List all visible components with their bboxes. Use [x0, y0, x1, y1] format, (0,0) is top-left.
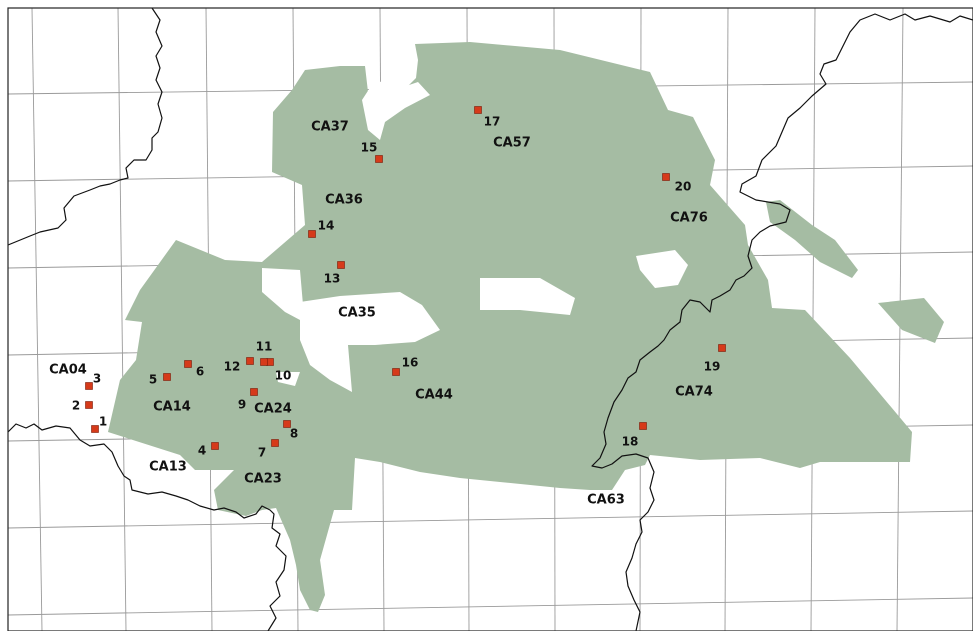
admin-borders — [7, 7, 973, 631]
region-label-ca23: CA23 — [244, 472, 282, 487]
region-label-ca63: CA63 — [587, 493, 625, 508]
site-label-6: 6 — [196, 365, 204, 379]
site-marker-6[interactable] — [184, 360, 192, 368]
region-label-ca14: CA14 — [153, 400, 191, 415]
site-marker-4[interactable] — [211, 442, 219, 450]
site-label-12: 12 — [224, 360, 241, 374]
site-marker-19[interactable] — [718, 344, 726, 352]
protected-area — [108, 42, 944, 612]
region-label-ca04: CA04 — [49, 363, 87, 378]
site-marker-12[interactable] — [246, 357, 254, 365]
site-marker-17[interactable] — [474, 106, 482, 114]
site-label-5: 5 — [149, 373, 157, 387]
region-label-ca44: CA44 — [415, 388, 453, 403]
region-label-ca36: CA36 — [325, 193, 363, 208]
site-label-10: 10 — [275, 369, 292, 383]
site-label-18: 18 — [622, 435, 639, 449]
region-label-ca37: CA37 — [311, 120, 349, 135]
region-label-ca35: CA35 — [338, 306, 376, 321]
site-label-4: 4 — [198, 444, 206, 458]
site-label-11: 11 — [256, 340, 273, 354]
region-label-ca13: CA13 — [149, 460, 187, 475]
site-label-8: 8 — [290, 427, 298, 441]
site-marker-3[interactable] — [85, 382, 93, 390]
site-label-19: 19 — [704, 360, 721, 374]
site-label-17: 17 — [484, 115, 501, 129]
site-marker-2[interactable] — [85, 401, 93, 409]
site-label-15: 15 — [361, 141, 378, 155]
site-marker-20[interactable] — [662, 173, 670, 181]
site-marker-1[interactable] — [91, 425, 99, 433]
site-label-16: 16 — [402, 356, 419, 370]
site-marker-15[interactable] — [375, 155, 383, 163]
site-marker-5[interactable] — [163, 373, 171, 381]
site-marker-16[interactable] — [392, 368, 400, 376]
site-label-9: 9 — [238, 398, 246, 412]
region-label-ca24: CA24 — [254, 402, 292, 417]
map-frame — [7, 7, 973, 631]
site-marker-8[interactable] — [283, 420, 291, 428]
site-label-1: 1 — [99, 415, 107, 429]
site-label-14: 14 — [318, 219, 335, 233]
region-label-ca57: CA57 — [493, 136, 531, 151]
site-marker-9[interactable] — [250, 388, 258, 396]
region-label-ca74: CA74 — [675, 385, 713, 400]
site-label-2: 2 — [72, 399, 80, 413]
site-label-7: 7 — [258, 446, 266, 460]
site-label-20: 20 — [675, 180, 692, 194]
site-label-3: 3 — [93, 372, 101, 386]
site-marker-7[interactable] — [271, 439, 279, 447]
site-marker-11[interactable] — [260, 358, 268, 366]
region-label-ca76: CA76 — [670, 211, 708, 226]
site-marker-14[interactable] — [308, 230, 316, 238]
site-marker-18[interactable] — [639, 422, 647, 430]
site-marker-13[interactable] — [337, 261, 345, 269]
site-label-13: 13 — [324, 272, 341, 286]
